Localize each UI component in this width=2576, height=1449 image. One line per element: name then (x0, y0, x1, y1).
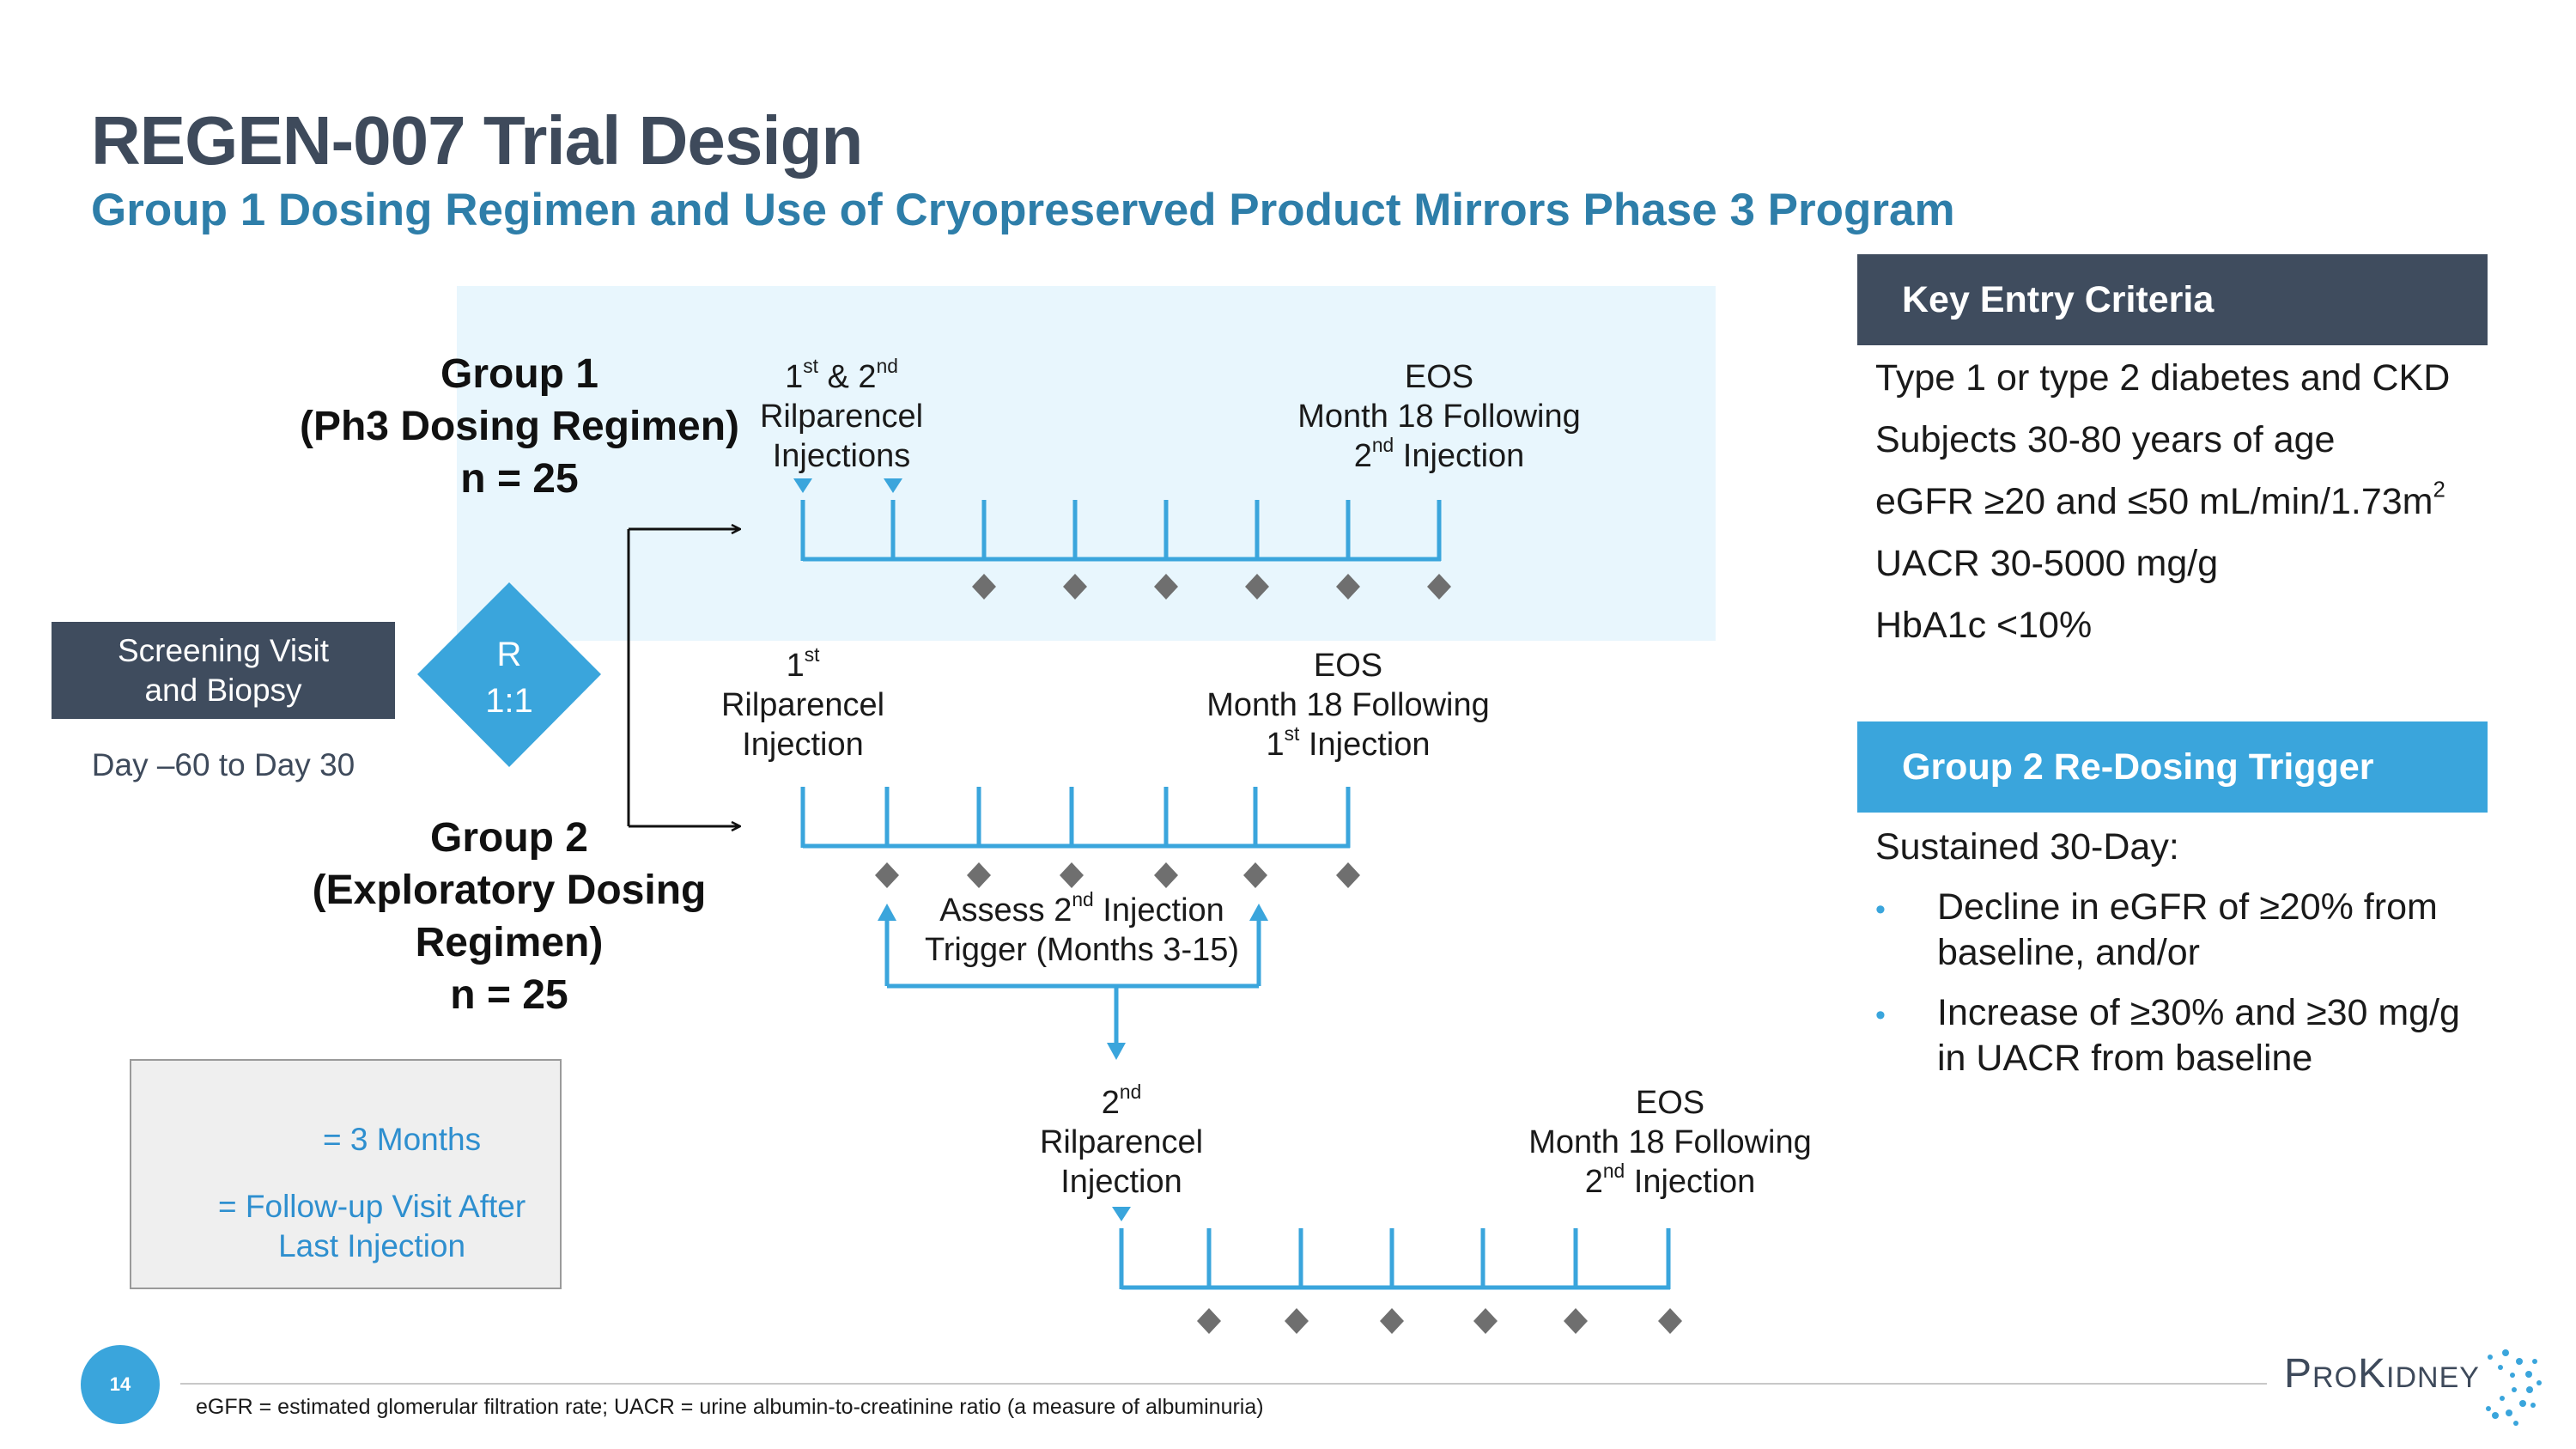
page-title: REGEN-007 Trial Design (91, 102, 863, 179)
follow-up-diamond-icon (1427, 574, 1451, 600)
injection-marker-icon (884, 478, 902, 493)
group1-eos-label: EOS Month 18 Following 2nd Injection (1297, 359, 1581, 474)
follow-up-diamond-icon (1564, 1308, 1588, 1334)
follow-up-diamond-icon (1658, 1308, 1682, 1334)
group2-timeline (800, 787, 1351, 849)
follow-up-diamond-icon (1245, 574, 1269, 600)
injection-marker-icon (793, 478, 812, 493)
randomization-diamond (417, 582, 601, 767)
assess-trigger-label: Assess 2nd Injection Trigger (Months 3-1… (924, 887, 1240, 968)
follow-up-diamond-icon (1336, 574, 1360, 600)
follow-up-diamond-icon (875, 862, 899, 888)
follow-up-diamond-icon (1060, 862, 1084, 888)
screening-visit-box: Screening Visit and Biopsy (52, 622, 395, 719)
group2-label: Group 2 (Exploratory Dosing Regimen) n =… (252, 812, 767, 1021)
group2-regimen-line1: (Exploratory Dosing (312, 868, 707, 913)
criteria-item: UACR 30-5000 mg/g (1875, 543, 2219, 584)
group1-followups (972, 574, 1451, 600)
arrow-down-icon (1107, 1043, 1126, 1060)
follow-up-diamond-icon (1197, 1308, 1221, 1334)
assess-trigger-bracket (884, 919, 1261, 1046)
redosing-trigger-heading: Group 2 Re-Dosing Trigger (1857, 721, 2488, 813)
second-injection-timeline (1119, 1228, 1671, 1290)
group1-injection-label: 1st & 2nd Rilparencel Injections (759, 354, 924, 474)
follow-up-diamond-icon (1154, 862, 1178, 888)
group1-label: Group 1 (Ph3 Dosing Regimen) n = 25 (262, 348, 777, 505)
arrow-up-icon (878, 904, 896, 921)
screening-day-range: Day –60 to Day 30 (91, 747, 355, 782)
group2-name: Group 2 (429, 815, 588, 861)
redosing-bullet: Increase of ≥30% and ≥30 mg/g in UACR fr… (1937, 992, 2460, 1079)
group1-injection-markers (793, 478, 902, 493)
second-injection-marker (1112, 1207, 1131, 1221)
split-connector (627, 529, 740, 826)
randomization-label: R 1:1 (485, 636, 533, 720)
group2-eos-label: EOS Month 18 Following 1st Injection (1206, 648, 1490, 763)
group2-followups (875, 862, 1360, 888)
criteria-item-egfr: eGFR ≥20 and ≤50 mL/min/1.73m2 (1875, 478, 2445, 522)
page-number-badge: 14 (81, 1345, 160, 1424)
follow-up-diamond-icon (1243, 862, 1267, 888)
follow-up-diamond-icon (972, 574, 996, 600)
group2-injection-label: 1st Rilparencel Injection (720, 642, 885, 763)
follow-up-diamond-icon (1154, 574, 1178, 600)
redosing-bullet: Decline in eGFR of ≥20% from baseline, a… (1937, 886, 2438, 973)
criteria-item: Subjects 30-80 years of age (1875, 419, 2336, 460)
legend-diamond-text: = Follow-up Visit After Last Injection (218, 1189, 526, 1263)
group2-regimen-line2: Regimen) (415, 920, 604, 965)
second-injection-label: 2nd Rilparencel Injection (1039, 1080, 1204, 1200)
page-subtitle: Group 1 Dosing Regimen and Use of Cryopr… (91, 185, 1955, 235)
criteria-item: HbA1c <10% (1875, 605, 2093, 646)
group2-n: n = 25 (450, 972, 568, 1018)
follow-up-diamond-icon (967, 862, 991, 888)
second-injection-eos-label: EOS Month 18 Following 2nd Injection (1528, 1085, 1812, 1200)
criteria-item: Type 1 or type 2 diabetes and CKD (1875, 357, 2451, 399)
bullet-icon: • (1875, 999, 1886, 1032)
legend-box (130, 1059, 562, 1289)
group1-regimen: (Ph3 Dosing Regimen) (299, 404, 740, 449)
bullet-icon: • (1875, 893, 1886, 926)
key-entry-criteria-heading: Key Entry Criteria (1857, 254, 2488, 345)
assess-arrows (878, 904, 1268, 1060)
legend-bracket-text: = 3 Months (323, 1122, 482, 1157)
group1-name: Group 1 (440, 351, 598, 397)
footnote: eGFR = estimated glomerular filtration r… (196, 1395, 1264, 1419)
redosing-intro: Sustained 30-Day: (1875, 826, 2179, 868)
follow-up-diamond-icon (1336, 862, 1360, 888)
prokidney-logo: ProKidney (2284, 1351, 2480, 1397)
follow-up-diamond-icon (1063, 574, 1087, 600)
group1-highlight (457, 286, 1716, 641)
follow-up-diamond-icon (1473, 1308, 1498, 1334)
follow-up-diamond-icon (1285, 1308, 1309, 1334)
group1-timeline (800, 500, 1442, 562)
second-injection-followups (1197, 1308, 1682, 1334)
logo-dots-icon (2486, 1349, 2542, 1426)
follow-up-diamond-icon (1380, 1308, 1404, 1334)
injection-marker-icon (1112, 1207, 1131, 1221)
group1-n: n = 25 (460, 456, 579, 502)
arrow-up-icon (1249, 904, 1268, 921)
